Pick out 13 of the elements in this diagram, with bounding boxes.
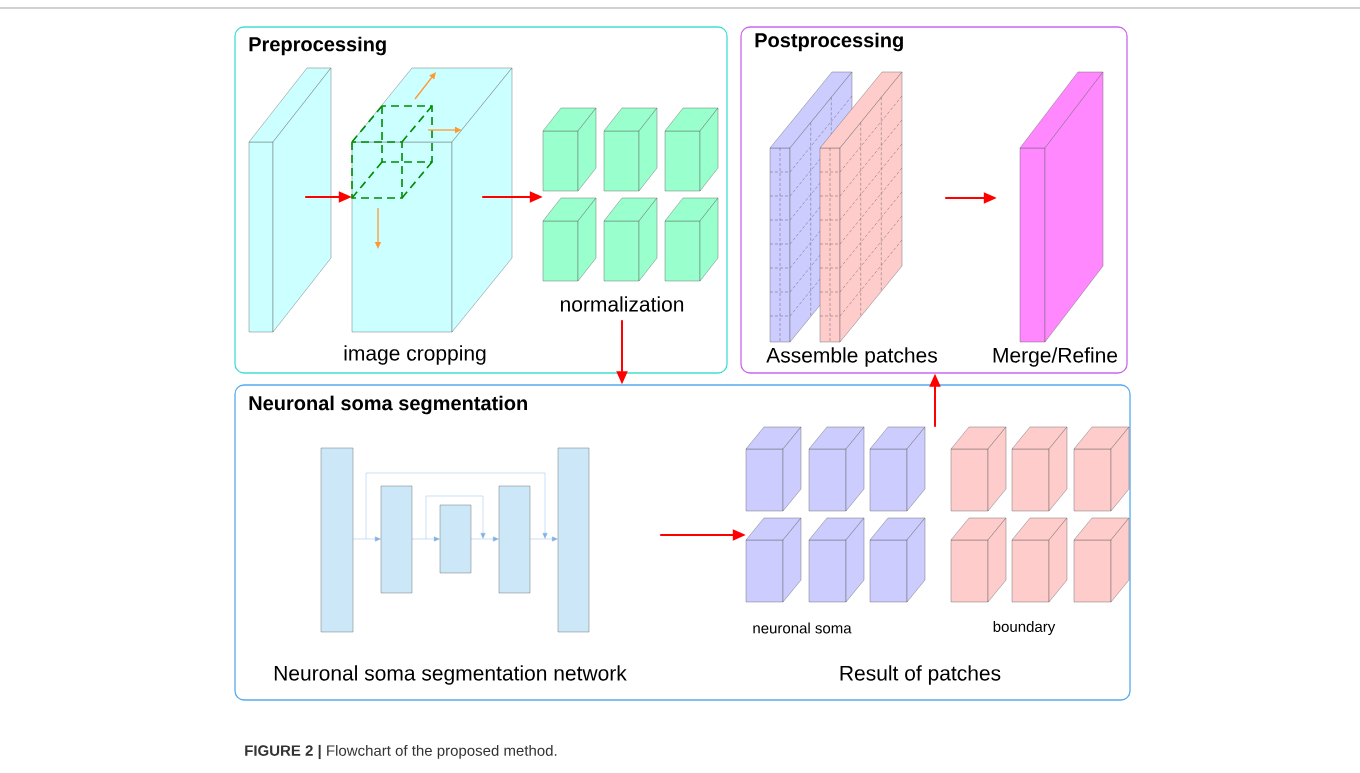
panel-title: Postprocessing xyxy=(755,32,903,52)
step-label: Result of patches xyxy=(840,665,1001,685)
step-label: image cropping xyxy=(344,345,486,365)
step-label: Neuronal soma segmentation network xyxy=(274,665,627,685)
step-label: Assemble patches xyxy=(766,347,937,367)
panel-title: Preprocessing xyxy=(249,36,386,56)
panel-title: Neuronal soma segmentation xyxy=(249,395,527,415)
caption-label: boundary xyxy=(993,621,1056,635)
step-label: normalization xyxy=(560,296,684,312)
figure-caption: FIGURE 2 | Flowchart of the proposed method. xyxy=(245,744,557,760)
slab-drawing xyxy=(248,67,332,333)
caption-label: neuronal soma xyxy=(753,622,852,634)
step-label: Merge/Refine xyxy=(993,347,1118,367)
